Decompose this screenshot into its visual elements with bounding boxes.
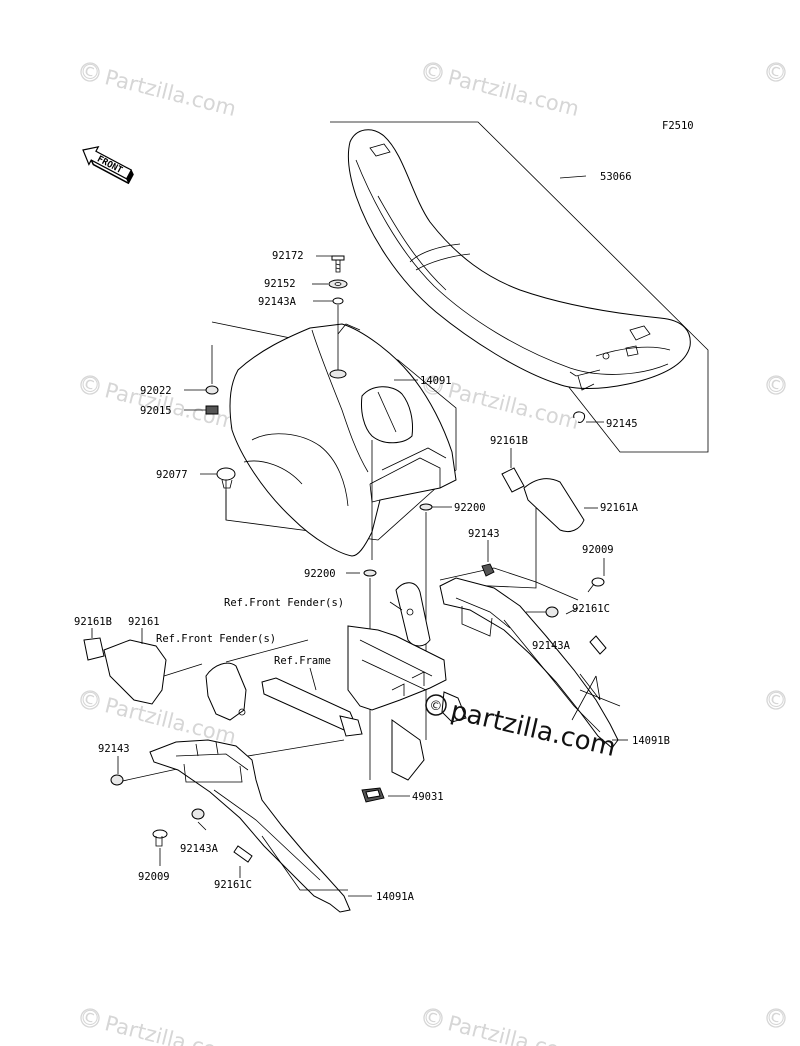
label-92161C-left: 92161C — [214, 879, 252, 891]
svg-text:Partzilla.com: Partzilla.com — [445, 378, 581, 434]
grommet-top — [329, 369, 347, 379]
label-92172: 92172 — [272, 250, 304, 262]
label-92161A: 92161A — [600, 502, 639, 514]
ref-frame-bar — [261, 667, 363, 737]
watermark-bottom-left: © Partzilla.com — [77, 1004, 239, 1046]
pad-92161A — [523, 478, 598, 533]
label-92145: 92145 — [606, 418, 638, 430]
svg-text:©: © — [420, 58, 446, 86]
label-92152: 92152 — [264, 278, 296, 290]
watermark-top-right: © — [763, 58, 789, 86]
svg-text:©: © — [77, 686, 103, 714]
label-92143-right: 92143 — [468, 528, 500, 540]
grommet-92200-a — [419, 503, 433, 511]
label-92161-left: 92161 — [128, 616, 160, 628]
label-49031: 49031 — [412, 791, 444, 803]
label-14091A: 14091A — [376, 891, 415, 903]
bolt-92172 — [331, 255, 345, 273]
ref-front-fender-left — [205, 662, 247, 721]
collar-92143A-left — [191, 808, 205, 820]
svg-text:©: © — [77, 1004, 103, 1032]
svg-text:Partzilla.com: Partzilla.com — [102, 65, 238, 121]
front-arrow-icon: FRONT — [82, 145, 134, 185]
label-92015: 92015 — [140, 405, 172, 417]
svg-text:©: © — [763, 686, 789, 714]
label-92161C-right: 92161C — [572, 603, 610, 615]
washer-92152 — [328, 279, 348, 289]
pad-92161B-right — [501, 467, 525, 493]
collar-92143A-top — [332, 297, 344, 305]
collar-92143-right — [481, 563, 495, 577]
collar-92143-left — [110, 774, 124, 786]
svg-text:©: © — [77, 58, 103, 86]
pad-92161-left — [103, 639, 167, 705]
svg-text:©: © — [763, 58, 789, 86]
hook-92145 — [573, 411, 604, 423]
strip-92161C-right — [589, 635, 607, 655]
seat-53066 — [330, 121, 709, 453]
svg-text:©: © — [763, 371, 789, 399]
knob-92077 — [216, 467, 236, 489]
strip-92161C-left — [233, 845, 253, 863]
label-92022: 92022 — [140, 385, 172, 397]
svg-text:Partzilla.com: Partzilla.com — [445, 1011, 581, 1046]
watermark-top-middle: © Partzilla.com — [420, 58, 582, 121]
label-ref-frame: Ref.Frame — [274, 655, 331, 667]
side-cover-14091 — [211, 321, 457, 557]
label-92200-a: 92200 — [454, 502, 486, 514]
bolt-92009-right — [587, 577, 605, 593]
label-14091: 14091 — [420, 375, 452, 387]
label-92143A-right: 92143A — [532, 640, 571, 652]
grommet-92200-b — [363, 569, 377, 577]
label-92143A-left: 92143A — [180, 843, 219, 855]
bolt-92009-left — [152, 829, 168, 847]
watermark-mid-left: © Partzilla.com — [77, 371, 239, 434]
watermark-bottom-middle: © Partzilla.com — [420, 1004, 582, 1046]
figure-code: F2510 — [662, 120, 694, 132]
watermark-layer: © Partzilla.com © Partzilla.com © © Part… — [77, 58, 789, 1046]
label-92009-right: 92009 — [582, 544, 614, 556]
label-92161B-left: 92161B — [74, 616, 112, 628]
leader-lines — [91, 175, 628, 897]
part-labels: 53066 92172 92152 92143A 14091 92022 920… — [74, 171, 670, 903]
label-92143A-top: 92143A — [258, 296, 297, 308]
svg-text:Partzilla.com: Partzilla.com — [445, 65, 581, 121]
svg-text:©: © — [428, 698, 444, 716]
label-92143-left: 92143 — [98, 743, 130, 755]
label-92077: 92077 — [156, 469, 188, 481]
label-ref-front-fender-1: Ref.Front Fender(s) — [224, 597, 344, 609]
damper-49031 — [361, 787, 385, 803]
watermark-top-left: © Partzilla.com — [77, 58, 239, 121]
label-92009-left: 92009 — [138, 871, 170, 883]
pad-92161B-left — [83, 637, 105, 661]
label-14091B: 14091B — [632, 735, 670, 747]
watermark-bottom-right: © — [763, 1004, 789, 1032]
side-cover-14091B — [439, 508, 621, 749]
side-cover-14091A — [117, 663, 351, 913]
grommet-92022 — [205, 385, 219, 395]
label-ref-front-fender-2: Ref.Front Fender(s) — [156, 633, 276, 645]
frame-bracket — [347, 582, 467, 781]
watermark-low-right: © — [763, 686, 789, 714]
svg-text:©: © — [763, 1004, 789, 1032]
svg-text:©: © — [420, 1004, 446, 1032]
collar-92143A-right — [545, 606, 559, 618]
watermark-mid-right: © — [763, 371, 789, 399]
label-92200-b: 92200 — [304, 568, 336, 580]
svg-text:Partzilla.com: Partzilla.com — [102, 1011, 238, 1046]
svg-text:©: © — [77, 371, 103, 399]
label-53066: 53066 — [600, 171, 632, 183]
nut-92015 — [205, 405, 219, 415]
label-92161B-right: 92161B — [490, 435, 528, 447]
